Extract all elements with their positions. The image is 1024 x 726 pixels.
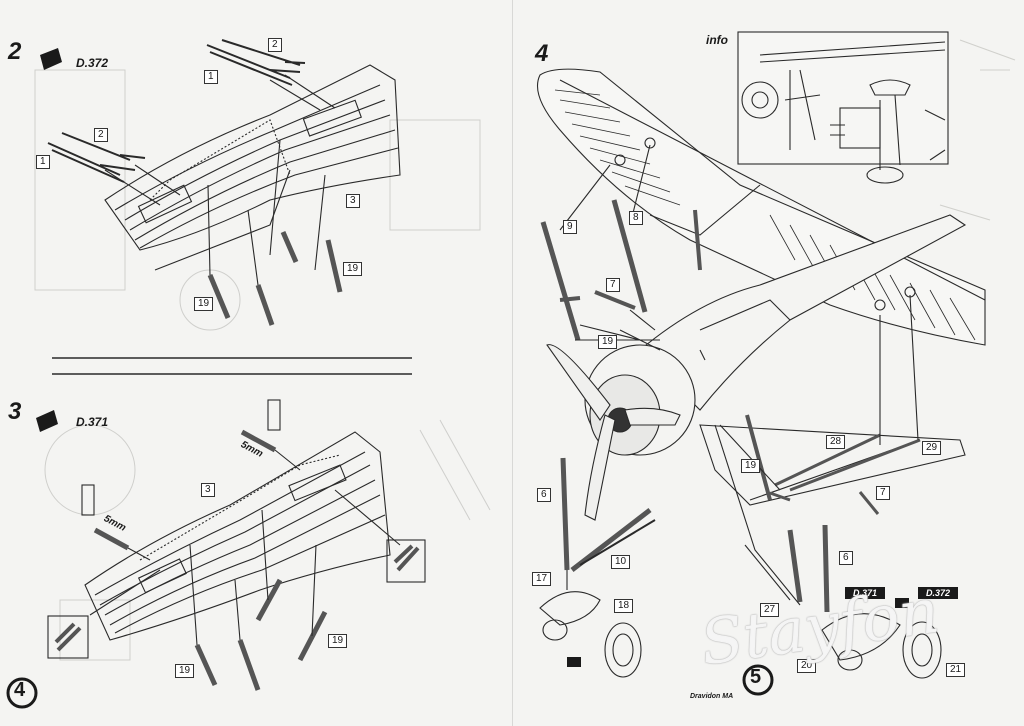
step2-wing	[47, 39, 401, 326]
part-label: 27	[760, 603, 780, 617]
part-label: 6	[537, 488, 551, 502]
step-2-number: 2	[8, 38, 22, 65]
step4-aircraft	[536, 31, 1016, 679]
part-label: 18	[614, 599, 634, 613]
part-label: 9	[563, 220, 577, 234]
brand-logo: Dravidon MA	[690, 693, 734, 700]
part-label: 20	[797, 659, 817, 673]
part-label: 19	[598, 335, 618, 349]
step-2-variant: D.372	[76, 56, 109, 70]
step-3-number: 3	[8, 398, 22, 425]
part-label: 17	[532, 572, 552, 586]
part-label: 19	[175, 664, 195, 678]
variant-box-d371: D.371	[845, 587, 886, 599]
step3-wing	[47, 399, 426, 691]
page-number-right: 5	[750, 666, 762, 688]
part-label: 19	[741, 459, 761, 473]
step-3-variant: D.371	[76, 415, 109, 429]
part-label: 3	[346, 194, 360, 208]
part-label: 10	[611, 555, 631, 569]
part-label: 8	[629, 211, 643, 225]
part-label: 2	[268, 38, 282, 52]
step-4-number: 4	[535, 40, 549, 67]
page-number-left: 4	[14, 679, 26, 701]
part-label: 29	[922, 441, 942, 455]
part-label: 19	[328, 634, 348, 648]
part-label: 21	[946, 663, 966, 677]
part-label: 7	[876, 486, 890, 500]
part-label: 1	[204, 70, 218, 84]
part-label: 19	[194, 297, 214, 311]
part-label: 6	[839, 551, 853, 565]
part-label: 19	[343, 262, 363, 276]
part-label: 3	[201, 483, 215, 497]
part-label: 1	[36, 155, 50, 169]
part-label: 7	[606, 278, 620, 292]
part-label: 28	[826, 435, 846, 449]
variant-box-d372: D.372	[918, 587, 959, 599]
info-label: info	[706, 33, 728, 47]
part-label: 2	[94, 128, 108, 142]
